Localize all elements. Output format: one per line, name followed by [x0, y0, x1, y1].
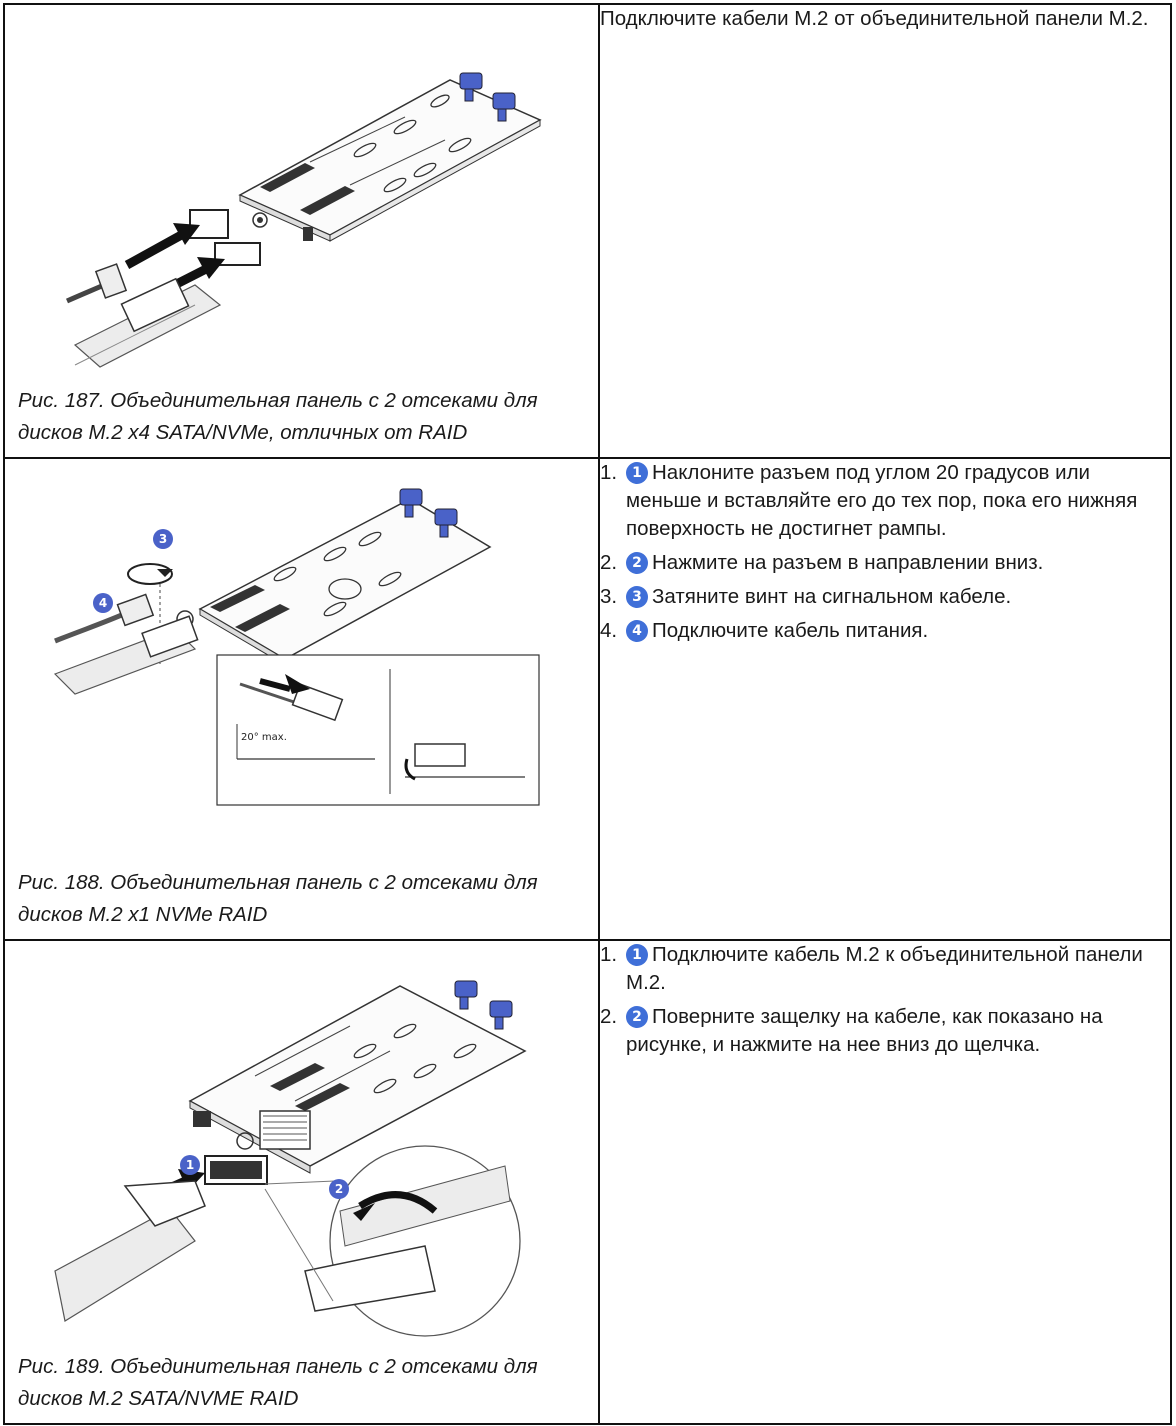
- callout-badge-icon: 2: [626, 1006, 648, 1028]
- figure-189-illustration: 12: [54, 980, 527, 1337]
- step-number: 1.: [600, 943, 618, 966]
- text-cell-187: Подключите кабели M.2 от объединительной…: [598, 3, 1172, 459]
- step-text: Затяните винт на сигнальном кабеле.: [652, 585, 1012, 608]
- row-188: 3 4 1 2: [3, 457, 1172, 941]
- figure-cell-188: 3 4 1 2: [3, 457, 600, 941]
- callout-badge-icon: 3: [626, 586, 648, 608]
- rotate-arrow-icon: [127, 563, 173, 585]
- figure-caption: Рис. 187. Объединительная панель с 2 отс…: [18, 389, 538, 444]
- callout-badge-icon: 1: [626, 462, 648, 484]
- step-text: Подключите кабель M.2 к объединительной …: [626, 943, 1143, 994]
- step-number: 2.: [600, 1005, 618, 1028]
- angle-label: 20° max.: [241, 732, 287, 743]
- svg-text:1: 1: [186, 1158, 194, 1172]
- instruction-table: Рис. 187. Объединительная панель с 2 отс…: [3, 3, 1172, 1425]
- step-text: Наклоните разъем под углом 20 градусов и…: [626, 461, 1138, 540]
- callout-badge-icon: 4: [626, 620, 648, 642]
- svg-text:4: 4: [99, 596, 107, 610]
- figure-caption: Рис. 189. Объединительная панель с 2 отс…: [18, 1355, 538, 1410]
- figure-cell-187: Рис. 187. Объединительная панель с 2 отс…: [3, 3, 600, 459]
- step-text: Поверните защелку на кабеле, как показан…: [626, 1005, 1103, 1056]
- callout-badge-icon: 1: [626, 944, 648, 966]
- row-187: Рис. 187. Объединительная панель с 2 отс…: [3, 3, 1172, 459]
- figure-187-illustration: [65, 72, 542, 368]
- step-number: 1.: [600, 461, 618, 484]
- step-number: 3.: [600, 585, 618, 608]
- figure-188-illustration: 3 4 1 2: [53, 488, 540, 806]
- step-text: Нажмите на разъем в направлении вниз.: [652, 551, 1044, 574]
- step-text: Подключите кабель питания.: [652, 619, 929, 642]
- svg-text:2: 2: [335, 1182, 343, 1196]
- svg-text:3: 3: [159, 532, 167, 546]
- callout-badge-icon: 2: [626, 552, 648, 574]
- step-number: 2.: [600, 551, 618, 574]
- step-number: 4.: [600, 619, 618, 642]
- instruction-text: Подключите кабели M.2 от объединительной…: [600, 7, 1149, 30]
- figure-caption: Рис. 188. Объединительная панель с 2 отс…: [18, 871, 538, 926]
